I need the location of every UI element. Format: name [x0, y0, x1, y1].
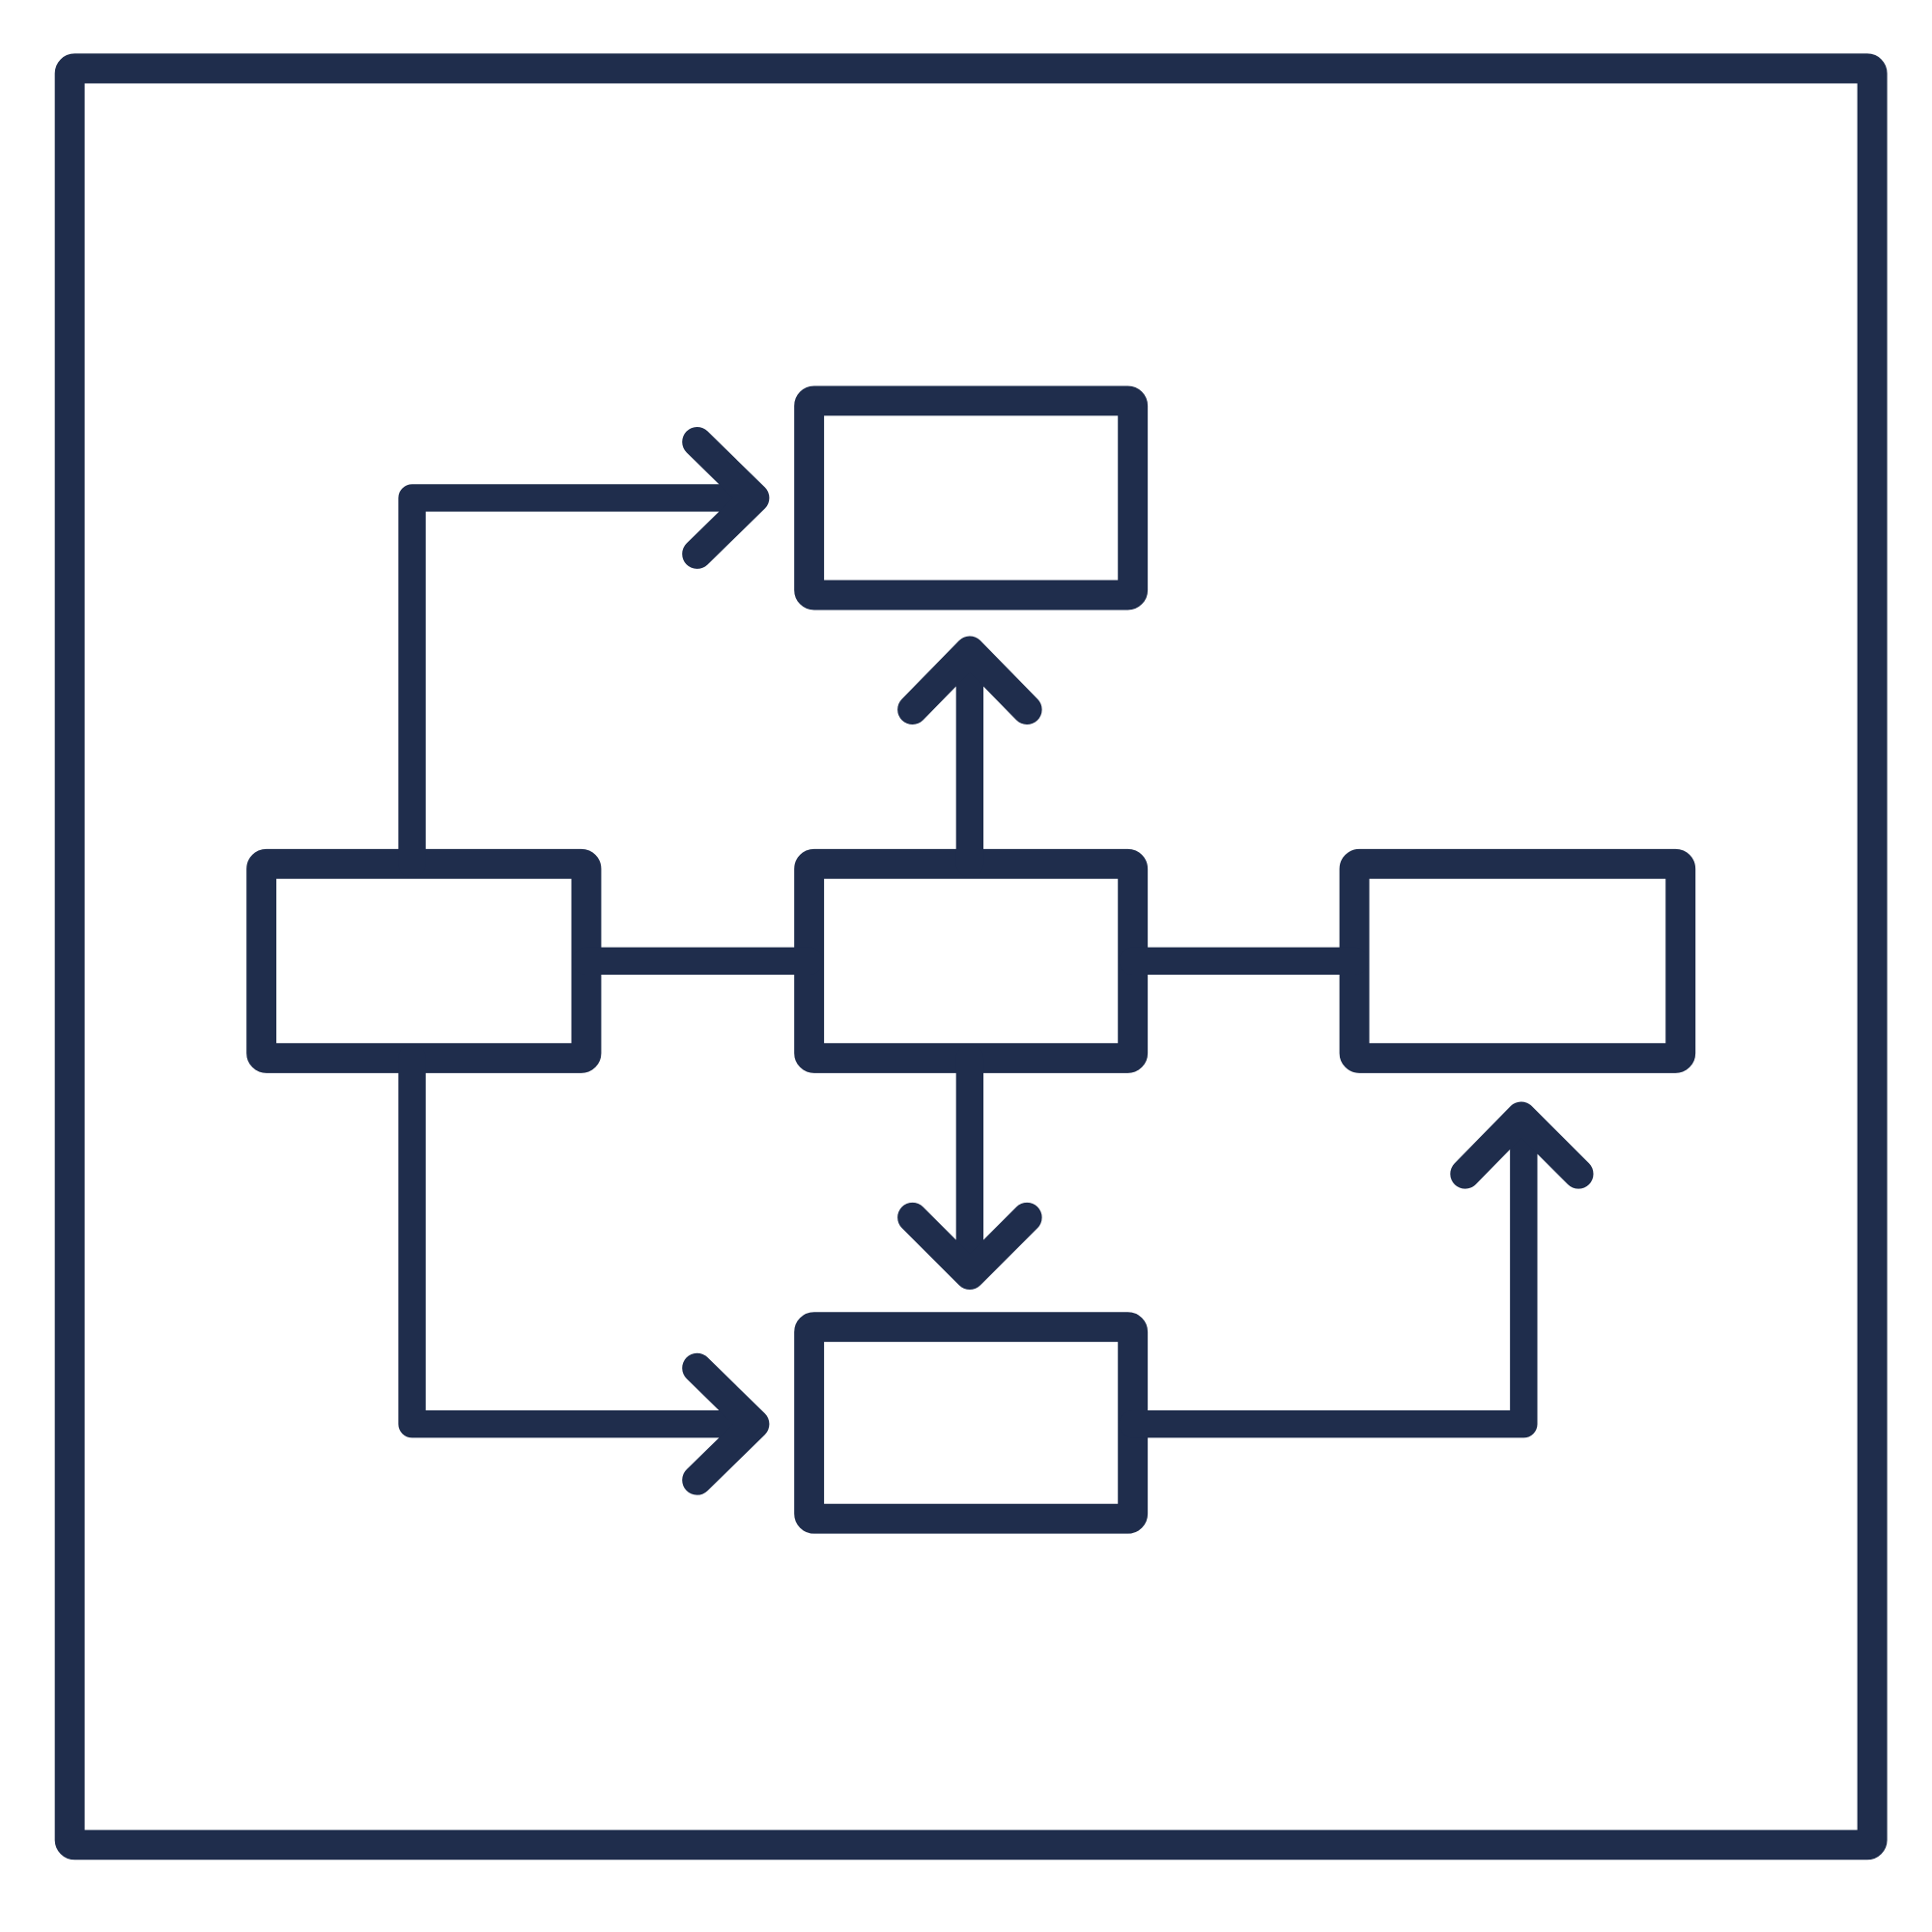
outer-frame — [54, 53, 1888, 1861]
arrowhead-left-bottom-icon — [682, 1352, 770, 1495]
node-bottom — [794, 1312, 1149, 1534]
node-right — [1339, 848, 1696, 1073]
edge-left-bottom — [398, 1044, 769, 1438]
edge-left-top — [398, 484, 769, 878]
arrowhead-center-bottom-icon — [897, 1202, 1042, 1291]
arrowhead-center-top-icon — [897, 636, 1042, 725]
arrowhead-left-top-icon — [682, 427, 770, 569]
node-center — [794, 848, 1149, 1073]
arrowhead-bottom-right-icon — [1450, 1101, 1594, 1189]
edge-bottom-right — [1119, 1106, 1538, 1438]
node-top — [794, 385, 1149, 611]
node-left — [246, 848, 602, 1073]
